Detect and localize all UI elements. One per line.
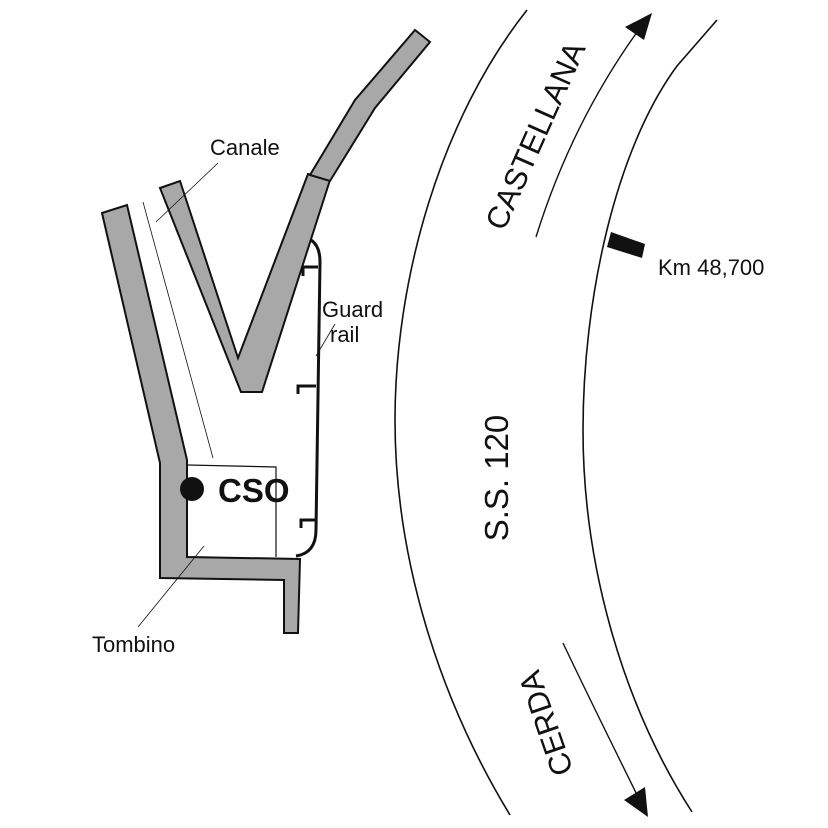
canale-label: Canale (210, 135, 280, 160)
direction-arrows (535, 27, 643, 806)
guard-rail-post-2 (296, 384, 316, 394)
channel-left-wall (100, 203, 302, 634)
channel-walls (100, 28, 432, 634)
road-right-edge (582, 19, 718, 813)
tombino-label: Tombino (92, 632, 175, 657)
guard-rail-line (295, 238, 322, 558)
guard-rail-label-line1: Guard (322, 297, 383, 322)
leader-lines (137, 162, 336, 628)
road-name-label: S.S. 120 (478, 415, 515, 542)
guard-rail-leader (315, 323, 336, 357)
tombino-leader (137, 545, 205, 628)
km-marker-label: Km 48,700 (658, 255, 764, 280)
guard-rail-post-1 (301, 265, 318, 276)
arrow-south-line (562, 642, 643, 806)
arrow-south-head-icon (624, 787, 648, 817)
guard-rail (295, 238, 322, 558)
road-left-edge (394, 9, 528, 816)
tombino-box (187, 464, 277, 557)
guard-rail-label-line2: rail (330, 322, 359, 347)
arrow-north-line (535, 27, 641, 238)
direction-south-label: CERDA (512, 666, 581, 780)
cso-point-icon (180, 477, 204, 501)
canale-centerline (142, 201, 214, 459)
arrow-north-head-icon (625, 13, 652, 40)
road-edges (394, 9, 718, 816)
channel-upper-arm (308, 28, 432, 183)
channel-v-wall (158, 172, 332, 393)
cso-label: CSO (218, 472, 290, 509)
canale-leader (155, 162, 219, 223)
km-marker-icon (607, 232, 645, 258)
guard-rail-post-3 (299, 518, 316, 528)
